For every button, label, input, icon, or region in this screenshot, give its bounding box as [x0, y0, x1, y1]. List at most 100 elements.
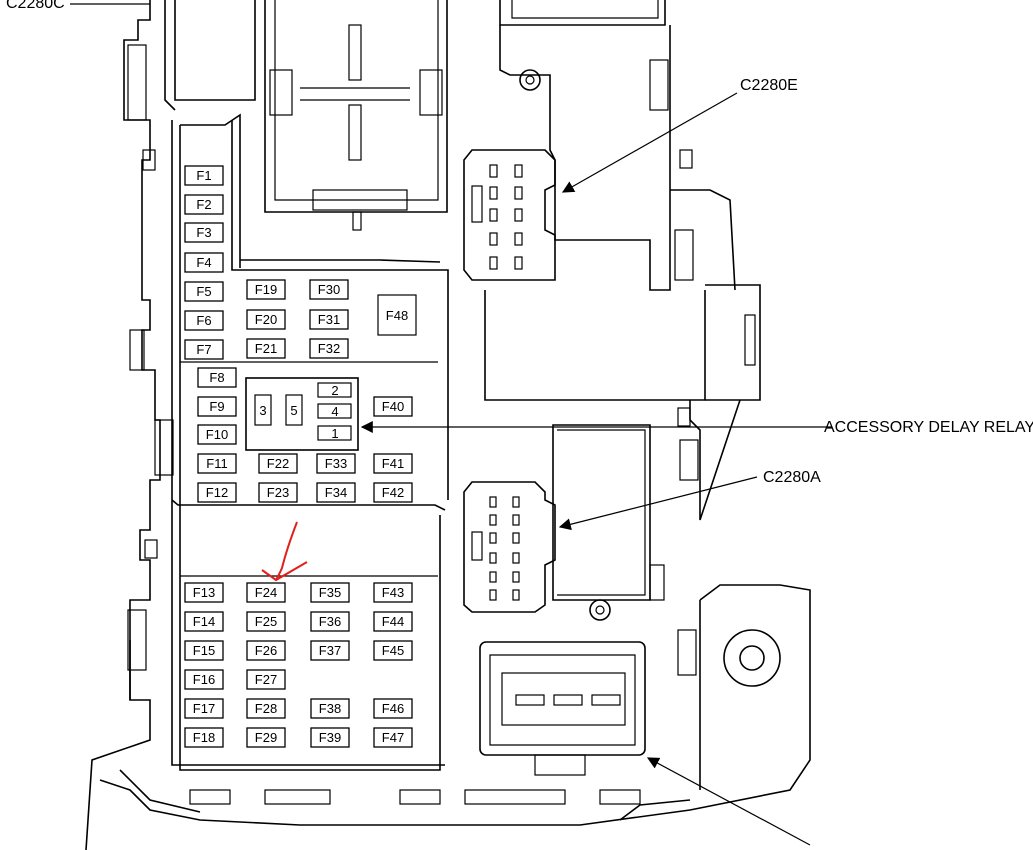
fuse-box-F17: [184, 698, 224, 719]
fuse-label-F33: F33: [325, 456, 347, 471]
fuse-F44: F44: [373, 611, 413, 632]
fuse-box-F43: [373, 582, 413, 603]
fuse-label-F41: F41: [382, 456, 404, 471]
fuse-F37: F37: [310, 640, 350, 661]
fuse-panel: [171, 113, 449, 771]
fuse-F25: F25: [246, 611, 286, 632]
fuse-label-F27: F27: [255, 672, 277, 687]
fuse-box-F6: [184, 310, 224, 331]
fuse-label-F12: F12: [206, 485, 228, 500]
fuse-label-F25: F25: [255, 614, 277, 629]
relay-pin-1: 1: [331, 426, 338, 441]
fuse-box-F39: [310, 727, 350, 748]
fuse-label-F43: F43: [382, 585, 404, 600]
fuse-label-F37: F37: [319, 643, 341, 658]
fuse-F17: F17: [184, 698, 224, 719]
fuse-F33: F33: [316, 453, 356, 474]
fuse-box-F37: [310, 640, 350, 661]
fuse-label-F32: F32: [318, 341, 340, 356]
fuse-F31: F31: [309, 309, 349, 330]
fuse-box-F28: [246, 698, 286, 719]
fuse-label-F4: F4: [196, 255, 211, 270]
fuse-label-F18: F18: [193, 730, 215, 745]
fuse-box-F41: [373, 453, 413, 474]
fuse-box-F29: [246, 727, 286, 748]
fuse-box-F24: [246, 582, 286, 603]
fuse-label-F31: F31: [318, 312, 340, 327]
relay-pin-3: 3: [259, 403, 266, 418]
fuse-box-F35: [310, 582, 350, 603]
fuse-box-F3: [184, 222, 224, 243]
fuse-F32: F32: [309, 338, 349, 359]
fuse-F48: F48: [377, 294, 417, 336]
fuse-label-F19: F19: [255, 282, 277, 297]
fuse-label-F34: F34: [325, 485, 347, 500]
fuse-label-F7: F7: [196, 342, 211, 357]
label-accessory-delay-relay: ACCESSORY DELAY RELAY: [824, 419, 1033, 436]
fuse-box-F46: [373, 698, 413, 719]
fuse-box-F21: [246, 338, 286, 359]
fuse-label-F13: F13: [193, 585, 215, 600]
fuse-label-F17: F17: [193, 701, 215, 716]
fuse-label-F8: F8: [209, 370, 224, 385]
fuse-F36: F36: [310, 611, 350, 632]
fuse-box-F9: [197, 396, 237, 417]
fuse-F22: F22: [258, 453, 298, 474]
fuse-box-F33: [316, 453, 356, 474]
fuse-box-F32: [309, 338, 349, 359]
fuse-box-F23: [258, 482, 298, 503]
fuse-F35: F35: [310, 582, 350, 603]
fuse-F12: F12: [197, 482, 237, 503]
fuse-box-F10: [197, 424, 237, 445]
svg-text:F48: F48: [386, 308, 408, 323]
fuse-label-F5: F5: [196, 284, 211, 299]
fuse-F43: F43: [373, 582, 413, 603]
fuse-box-F26: [246, 640, 286, 661]
fuse-F40: F40: [373, 396, 413, 417]
relay-pin-4: 4: [331, 404, 338, 419]
fuse-box-F11: [197, 453, 237, 474]
fuse-F16: F16: [184, 669, 224, 690]
fuse-label-F22: F22: [267, 456, 289, 471]
fuse-F29: F29: [246, 727, 286, 748]
fuse-box-F40: [373, 396, 413, 417]
fuse-F2: F2: [184, 194, 224, 215]
fuse-label-F42: F42: [382, 485, 404, 500]
fuse-label-F39: F39: [319, 730, 341, 745]
fuse-box-F1: [184, 165, 224, 186]
fuse-box-F47: [373, 727, 413, 748]
fuse-box-F5: [184, 281, 224, 302]
fuse-box-F44: [373, 611, 413, 632]
fuse-F46: F46: [373, 698, 413, 719]
housing-outline: [85, 0, 811, 850]
fuse-label-F47: F47: [382, 730, 404, 745]
fuse-label-F23: F23: [267, 485, 289, 500]
fuse-label-F1: F1: [196, 168, 211, 183]
relay-pin-2: 2: [331, 383, 338, 398]
fuse-box-F27: [246, 669, 286, 690]
fuse-box-F4: [184, 252, 224, 273]
callout-lines: [70, 3, 832, 846]
fuse-label-F6: F6: [196, 313, 211, 328]
fuse-label-F28: F28: [255, 701, 277, 716]
fuse-F38: F38: [310, 698, 350, 719]
fuse-box-F19: [246, 279, 286, 300]
fuse-label-F14: F14: [193, 614, 215, 629]
connector-c2280a: [463, 481, 556, 613]
fuse-box-F34: [316, 482, 356, 503]
fuse-F45: F45: [373, 640, 413, 661]
fuse-label-F29: F29: [255, 730, 277, 745]
fuse-box-F14: [184, 611, 224, 632]
fuse-F41: F41: [373, 453, 413, 474]
fuse-F14: F14: [184, 611, 224, 632]
fuse-label-F16: F16: [193, 672, 215, 687]
fuse-label-F26: F26: [255, 643, 277, 658]
fuse-F10: F10: [197, 424, 237, 445]
fuse-label-F30: F30: [318, 282, 340, 297]
fuse-F47: F47: [373, 727, 413, 748]
fuse-box-F36: [310, 611, 350, 632]
fuse-label-F10: F10: [206, 427, 228, 442]
fuse-F27: F27: [246, 669, 286, 690]
fuse-box-F45: [373, 640, 413, 661]
